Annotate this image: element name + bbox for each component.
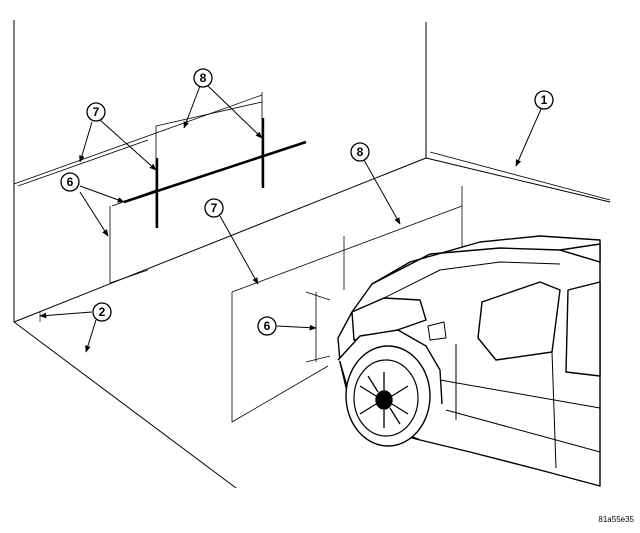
figure-reference-code: 81a55e35 xyxy=(598,515,634,524)
leader-1 xyxy=(515,108,542,167)
wall-height-foot xyxy=(109,269,149,284)
right-wall-floor-junction xyxy=(425,157,611,203)
leader-2b xyxy=(85,319,97,353)
dim-6b-top xyxy=(305,291,331,301)
floor-reference-plane xyxy=(231,151,611,423)
callout-2: 2 xyxy=(92,302,112,322)
dim-6b-bottom xyxy=(305,355,331,363)
tape-horizontal xyxy=(123,140,307,204)
callout-7b-label: 7 xyxy=(211,201,218,215)
callout-8a-label: 8 xyxy=(200,71,207,85)
callout-6b-label: 6 xyxy=(264,319,271,333)
dim-1-line xyxy=(429,151,611,201)
callout-2-label: 2 xyxy=(99,305,106,319)
callout-8b-label: 8 xyxy=(357,145,364,159)
callout-1-label: 1 xyxy=(541,93,548,107)
door-seam-rear xyxy=(551,351,557,469)
leader-6b xyxy=(276,324,317,331)
callout-8a: 8 xyxy=(193,68,213,88)
dim-7-line xyxy=(17,139,149,187)
upper-horizontal-ref xyxy=(13,94,263,185)
callout-7a: 7 xyxy=(86,102,106,122)
hood-crease xyxy=(379,261,561,301)
leader-6a-2 xyxy=(79,191,109,237)
callout-7b: 7 xyxy=(204,198,224,218)
leader-8b xyxy=(363,159,401,225)
leader-6a-1 xyxy=(79,185,125,203)
wheel-spokes xyxy=(359,372,409,428)
rear-side-window xyxy=(565,281,601,377)
leader-8a-2 xyxy=(207,85,263,139)
leader-2a xyxy=(39,311,93,319)
wheel-hub xyxy=(375,390,393,410)
wall-floor-junction xyxy=(13,157,427,323)
plane-top-edge xyxy=(231,205,463,293)
callout-1: 1 xyxy=(534,90,554,110)
callout-6a: 6 xyxy=(60,172,80,192)
wall-dimension-lines xyxy=(13,92,263,284)
leader-7b xyxy=(219,215,259,285)
callout-6a-label: 6 xyxy=(67,175,74,189)
callout-leaders xyxy=(39,85,542,353)
leader-7a-1 xyxy=(79,121,93,163)
leader-8a-1 xyxy=(183,85,201,129)
side-marker xyxy=(427,321,447,341)
callout-6b: 6 xyxy=(257,316,277,336)
leader-7a-2 xyxy=(99,119,157,171)
floor-front-edge xyxy=(13,321,237,489)
dim-8-line xyxy=(155,101,263,127)
plane-bottom-edge xyxy=(231,365,329,423)
vehicle xyxy=(337,235,601,487)
rocker-line xyxy=(445,409,601,453)
headlamp-housing xyxy=(351,297,427,341)
callout-7a-label: 7 xyxy=(93,105,100,119)
horizontal-centerline-tape xyxy=(123,118,307,228)
windshield xyxy=(559,243,601,263)
callout-8b: 8 xyxy=(350,142,370,162)
body-side-crease xyxy=(439,379,601,409)
